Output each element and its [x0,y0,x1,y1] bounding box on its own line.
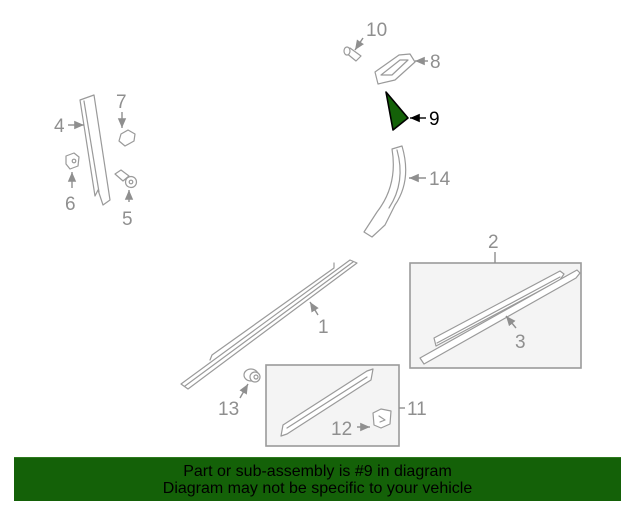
leader-13 [239,383,249,399]
part-5-bolt[interactable] [114,169,138,189]
callout-4[interactable]: 4 [54,116,65,137]
part-6-nut[interactable] [65,152,80,170]
part-4-pillar-applique[interactable] [79,94,111,206]
part-10-screw[interactable] [343,46,362,62]
callout-8[interactable]: 8 [430,52,441,73]
callout-6[interactable]: 6 [65,194,76,215]
part-8-trim-cap[interactable] [374,53,416,85]
callout-13[interactable]: 13 [218,399,239,420]
callout-1[interactable]: 1 [318,317,329,338]
part-12-clip[interactable] [372,408,392,429]
group-11-box[interactable] [265,364,400,447]
leader-1 [309,301,319,316]
callout-3[interactable]: 3 [515,332,526,353]
banner-line-disclaimer: Diagram may not be specific to your vehi… [162,479,473,497]
group-2-box[interactable] [409,262,582,369]
part-9-highlighted-applique[interactable] [385,91,409,131]
part-13-grommet[interactable] [243,368,261,383]
leader-10 [354,37,364,51]
part-info-banner: Part or sub-assembly is #9 in diagram Di… [14,457,621,501]
part-14-curved-moulding[interactable] [363,145,407,238]
parts-diagram: 4 7 6 5 10 8 9 14 [54,20,582,447]
callout-5[interactable]: 5 [122,209,133,230]
callout-10[interactable]: 10 [366,20,387,41]
part-1-belt-moulding[interactable] [180,259,358,390]
callout-2[interactable]: 2 [488,232,499,253]
callout-9[interactable]: 9 [429,109,440,130]
callout-14[interactable]: 14 [429,169,451,190]
leader-3 [505,315,517,329]
banner-line-part-number: Part or sub-assembly is #9 in diagram [183,462,452,480]
callout-11[interactable]: 11 [407,399,427,420]
part-7-clip[interactable] [118,129,136,147]
callout-7[interactable]: 7 [116,92,127,113]
callout-12[interactable]: 12 [331,419,352,440]
